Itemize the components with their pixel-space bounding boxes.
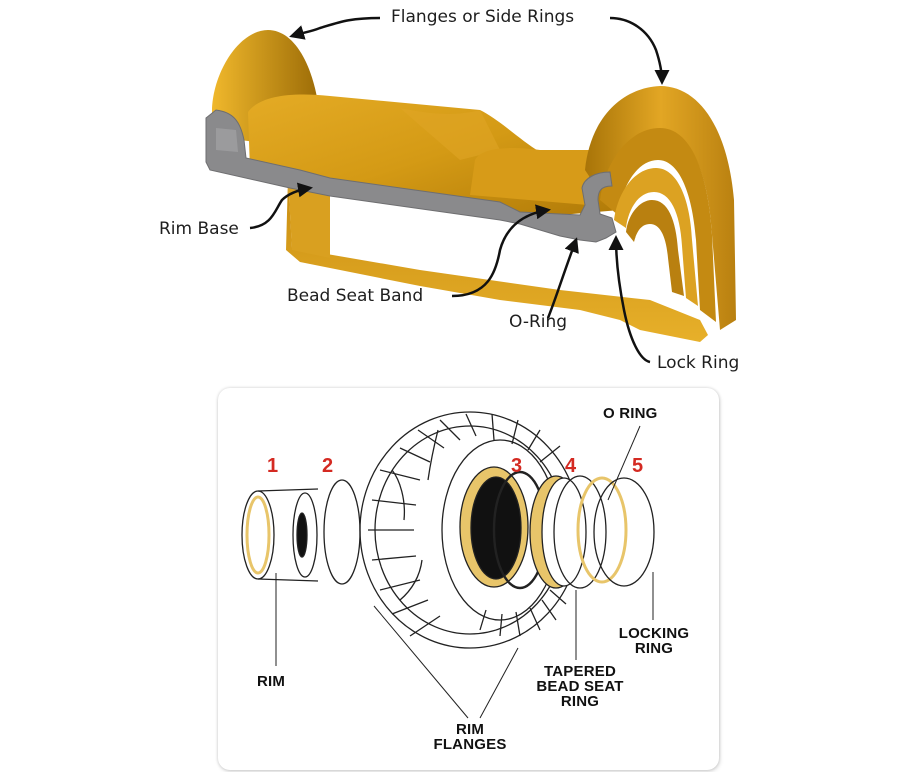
cross-section-profile [205, 109, 617, 243]
label-rim-flanges-line-2: FLANGES [433, 736, 507, 753]
arrow-bead-seat-band [451, 204, 551, 298]
arrow-lock-ring [608, 235, 651, 364]
label-flanges-or-side-rings: Flanges or Side Rings [391, 7, 575, 27]
part-1-rim [241, 488, 319, 582]
label-rim-flanges: RIM FLANGES [420, 722, 520, 752]
leader-o-ring [607, 425, 641, 501]
label-rim-flanges-line-1: RIM [455, 721, 485, 738]
label-locking-line-1: LOCKING [618, 625, 690, 642]
label-tapered-line-3: RING [560, 693, 600, 710]
label-rim-base: Rim Base [159, 219, 239, 239]
part-number-1: 1 [267, 455, 279, 477]
arrow-rim-base [249, 182, 313, 230]
rim-lower-body [286, 178, 708, 342]
leader-rim-flanges-left [373, 605, 469, 719]
label-tapered-line-2: BEAD SEAT [536, 678, 624, 695]
label-o-ring: O-Ring [509, 312, 568, 332]
arrow-flanges-left [289, 16, 381, 40]
label-lock-ring: Lock Ring [657, 353, 740, 373]
part-3-rim-flange [459, 466, 548, 590]
arrow-o-ring [546, 237, 579, 319]
part-number-3: 3 [511, 455, 523, 477]
label-locking-line-2: RING [634, 640, 674, 657]
label-bead-seat-band: Bead Seat Band [287, 286, 424, 306]
part-4-tapered-bead-seat-ring [529, 475, 607, 589]
label-o-ring-bottom: O RING [603, 405, 658, 422]
rim-cross-section-illustration [205, 16, 736, 364]
part-number-2: 2 [322, 455, 334, 477]
label-tapered-line-1: TAPERED [544, 663, 616, 680]
part-number-4: 4 [565, 455, 577, 477]
part-2-flange [323, 479, 361, 585]
label-tapered-bead-seat-ring: TAPERED BEAD SEAT RING [520, 664, 640, 709]
label-locking-ring: LOCKING RING [606, 626, 702, 656]
leader-rim-flanges-right [479, 647, 519, 719]
label-rim: RIM [257, 673, 286, 690]
arrow-flanges-right [609, 16, 670, 85]
part-number-5: 5 [632, 455, 644, 477]
part-5-locking-ring [576, 476, 655, 587]
